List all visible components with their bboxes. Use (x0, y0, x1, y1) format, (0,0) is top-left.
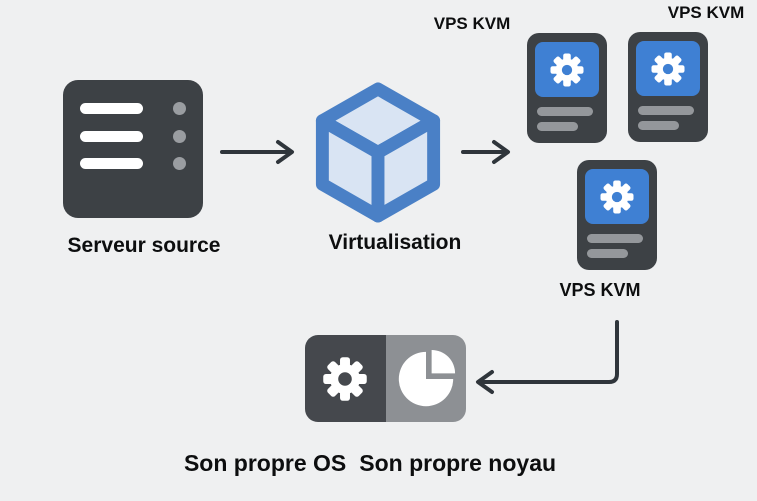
virtualization-label: Virtualisation (328, 231, 462, 254)
server-icon (63, 80, 203, 218)
vps-detail-bar (537, 122, 578, 131)
gear-icon (585, 169, 649, 224)
gear-icon (305, 335, 386, 422)
os-kernel-label: Son propre OS Son propre noyau (150, 450, 590, 477)
vps-detail-bar (638, 106, 694, 115)
gear-icon (535, 42, 599, 97)
server-label: Serveur source (67, 234, 221, 257)
vps-detail-bar (587, 234, 643, 243)
arrow-vps-to-os (478, 320, 619, 384)
os-kernel-icon (305, 335, 466, 422)
vps-kvm-icon (628, 32, 708, 142)
vps-kvm-label: VPS KVM (433, 14, 511, 33)
server-slot-bar (80, 131, 143, 142)
server-slot-bar (80, 158, 143, 169)
vps-kvm-label: VPS KVM (559, 280, 641, 300)
server-led-dot (173, 102, 186, 115)
vps-kvm-label: VPS KVM (667, 3, 745, 22)
own-kernel-label: Son propre noyau (359, 450, 557, 476)
pie-chart-icon (385, 335, 466, 422)
vps-detail-bar (638, 121, 679, 130)
server-led-dot (173, 130, 186, 143)
server-led-dot (173, 157, 186, 170)
vps-detail-bar (587, 249, 628, 258)
own-os-label: Son propre OS (183, 450, 347, 476)
vps-kvm-icon (577, 160, 657, 270)
vps-detail-bar (537, 107, 593, 116)
server-slot-bar (80, 103, 143, 114)
vps-kvm-icon (527, 33, 607, 143)
cube-icon (311, 79, 445, 226)
gear-icon (636, 41, 700, 96)
